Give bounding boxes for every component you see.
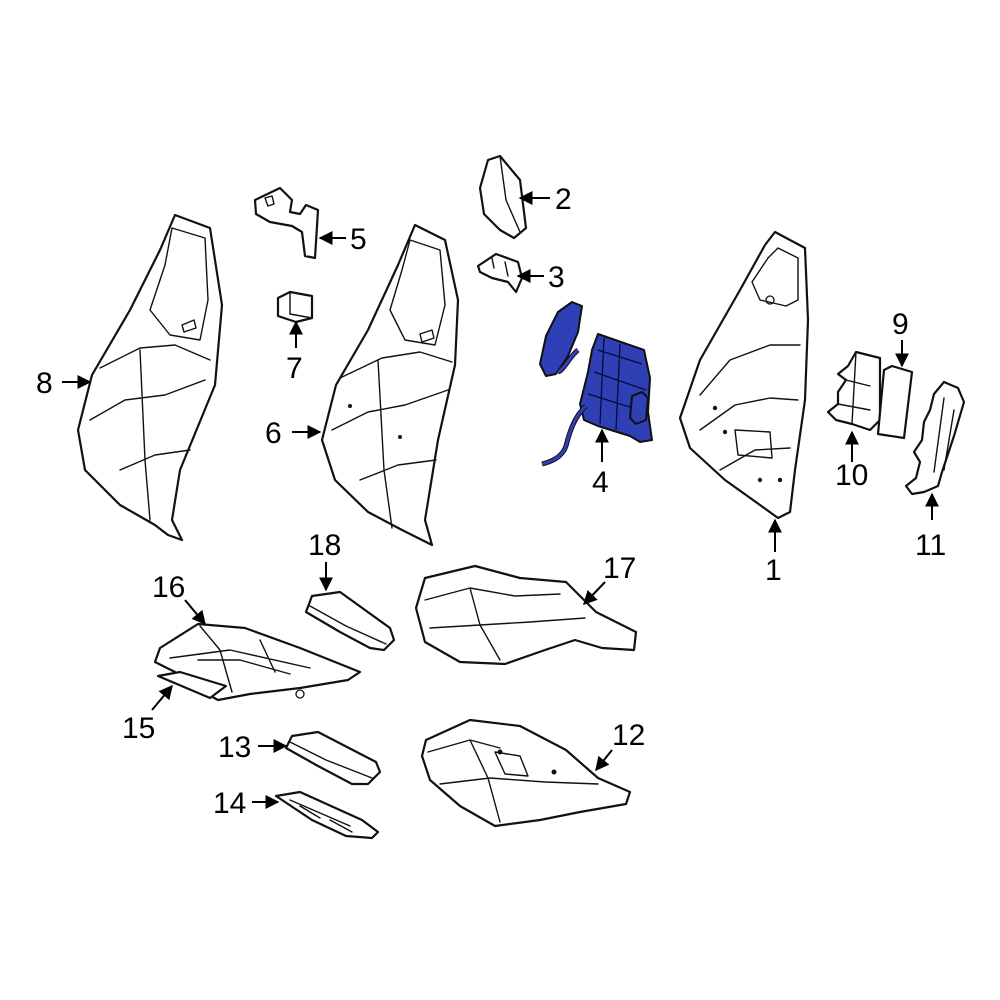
callout-6: 6 bbox=[265, 417, 282, 450]
part-9-panel[interactable] bbox=[876, 364, 914, 440]
callout-5: 5 bbox=[350, 223, 367, 256]
callout-9: 9 bbox=[892, 308, 909, 341]
part-13-pad[interactable] bbox=[284, 730, 382, 786]
callout-11: 11 bbox=[915, 529, 946, 562]
part-8-backrest-cover[interactable] bbox=[76, 213, 224, 542]
callout-18: 18 bbox=[308, 529, 341, 562]
part-14-heater-mat[interactable] bbox=[274, 790, 380, 840]
callout-8: 8 bbox=[36, 367, 53, 400]
leader-17 bbox=[583, 581, 606, 606]
callout-10: 10 bbox=[835, 459, 868, 492]
callout-4: 4 bbox=[592, 466, 609, 499]
part-4-pad bbox=[539, 301, 583, 377]
callout-13: 13 bbox=[218, 731, 251, 764]
leader-16 bbox=[184, 599, 206, 626]
part-12-seat-cushion[interactable] bbox=[420, 718, 632, 828]
callout-1: 1 bbox=[765, 554, 782, 587]
part-1-backrest-frame[interactable] bbox=[678, 230, 810, 520]
part-11-side-trim[interactable] bbox=[904, 380, 966, 496]
part-15-insert[interactable] bbox=[156, 670, 228, 700]
part-3-bracket[interactable] bbox=[476, 252, 524, 294]
part-18-cushion-pad[interactable] bbox=[304, 590, 396, 652]
part-6-backrest-cover[interactable] bbox=[320, 223, 460, 547]
callout-2: 2 bbox=[555, 183, 572, 216]
callout-3: 3 bbox=[548, 261, 565, 294]
callout-7: 7 bbox=[286, 352, 303, 385]
part-4-actuator bbox=[629, 391, 649, 425]
callout-14: 14 bbox=[213, 787, 246, 820]
callout-12: 12 bbox=[612, 719, 645, 752]
part-4-seat-module[interactable] bbox=[539, 301, 653, 467]
callout-17: 17 bbox=[603, 552, 636, 585]
part-17-cushion-cover[interactable] bbox=[414, 564, 638, 666]
leader-15 bbox=[151, 684, 173, 711]
part-2-trim-cover[interactable] bbox=[478, 154, 528, 240]
part-10-bracket[interactable] bbox=[826, 350, 882, 432]
part-7-clip[interactable] bbox=[276, 290, 314, 324]
callout-16: 16 bbox=[152, 571, 185, 604]
leader-12 bbox=[595, 749, 613, 772]
callout-15: 15 bbox=[122, 712, 155, 745]
part-5-bracket[interactable] bbox=[253, 186, 320, 260]
